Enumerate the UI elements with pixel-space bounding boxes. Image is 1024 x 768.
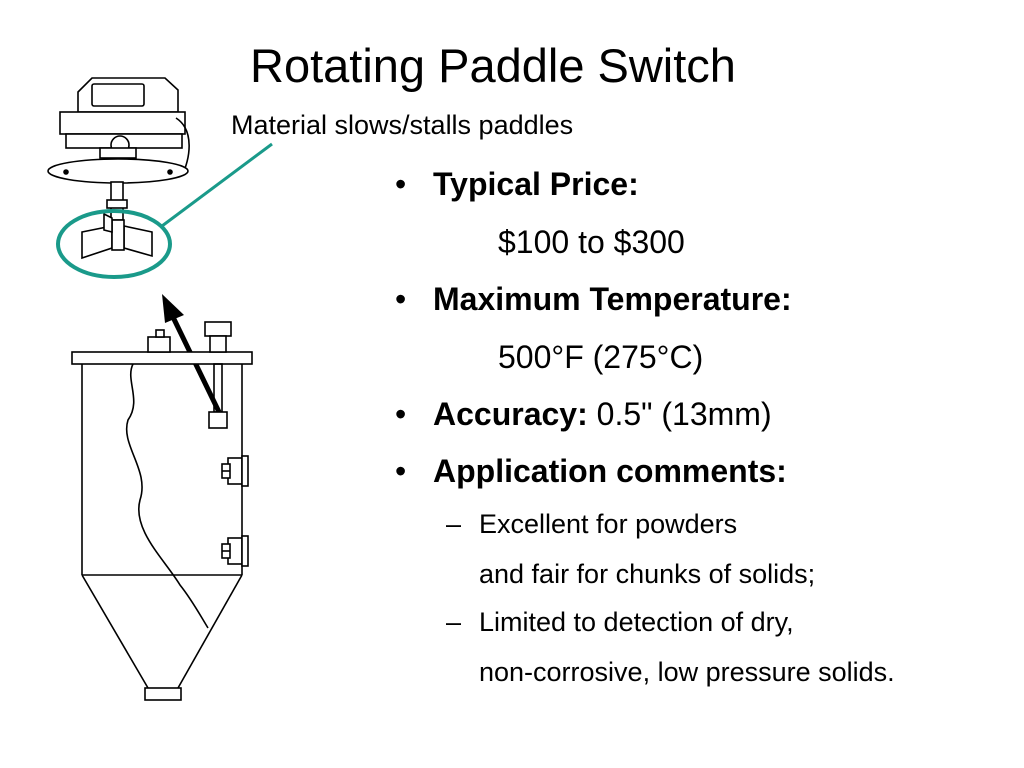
- bullet-symbol: •: [395, 166, 407, 202]
- slide-title: Rotating Paddle Switch: [250, 39, 736, 92]
- accuracy-value: 0.5" (13mm): [596, 396, 772, 432]
- comment-2-line-1: Limited to detection of dry,: [479, 607, 794, 637]
- max-temperature-label: Maximum Temperature:: [433, 281, 792, 317]
- typical-price-value: $100 to $300: [498, 224, 685, 260]
- dash-symbol: –: [446, 607, 462, 637]
- illustration: [47, 77, 273, 701]
- comment-2-line-2: non-corrosive, low pressure solids.: [479, 657, 895, 687]
- callout-marker: [56, 142, 273, 279]
- typical-price-label: Typical Price:: [433, 166, 639, 202]
- bullet-symbol: •: [395, 281, 407, 317]
- dash-symbol: –: [446, 509, 462, 539]
- bullet-symbol: •: [395, 396, 407, 432]
- callout-caption: Material slows/stalls paddles: [231, 110, 574, 140]
- comment-1-line-1: Excellent for powders: [479, 509, 738, 539]
- paddle-switch-drawing-icon: [47, 77, 190, 260]
- accuracy-line: Accuracy: 0.5" (13mm): [433, 394, 772, 434]
- max-temperature-value: 500°F (275°C): [498, 339, 704, 375]
- bullet-symbol: •: [395, 453, 407, 489]
- comment-1-line-2: and fair for chunks of solids;: [479, 559, 816, 589]
- application-comments-label: Application comments:: [433, 453, 787, 489]
- silo-drawing-icon: [71, 321, 253, 701]
- accuracy-label: Accuracy:: [433, 396, 588, 432]
